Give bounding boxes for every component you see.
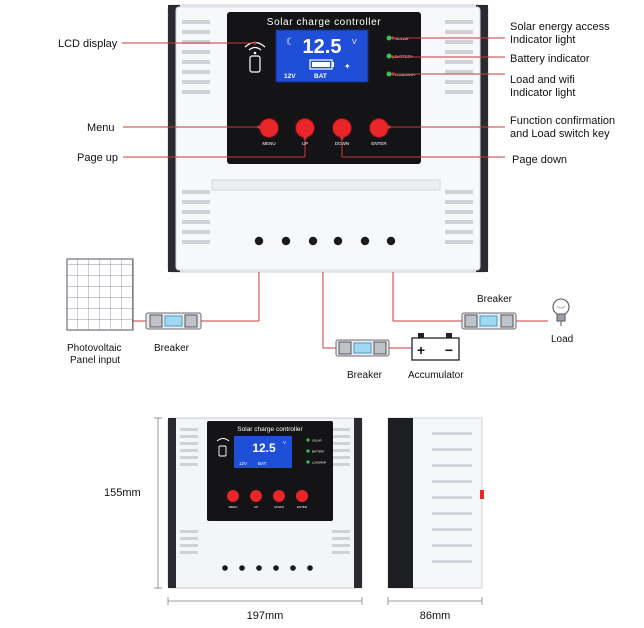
enter-button[interactable] (369, 118, 389, 138)
vent-top-right (445, 20, 473, 94)
menu-button[interactable] (259, 118, 279, 138)
main-controller: Solar charge controller ☾ 12.5 V ✦ 12V B… (167, 4, 489, 273)
front-view-down-button[interactable] (273, 490, 285, 502)
breaker-mid-label: Breaker (347, 370, 383, 381)
bulb-icon: ✦ (344, 62, 351, 71)
accumulator-label: Accumulator (408, 370, 464, 381)
terminal-holes (254, 236, 396, 246)
front-view-lcd-unit: V (283, 440, 286, 445)
front-view-up-label: UP (254, 505, 258, 509)
lightbulb-icon (552, 298, 570, 326)
callout-function-key-1: Function confirmation (510, 115, 615, 127)
front-view-lcd-bat: BAT (258, 461, 267, 466)
lower-ridge (211, 179, 441, 191)
breaker-right-label: Breaker (477, 294, 513, 305)
front-view-lcd-voltage: 12V (239, 461, 247, 466)
side-view-controller (387, 417, 484, 589)
load-label: Load (551, 334, 573, 345)
callout-lines (122, 37, 505, 158)
controller-title: Solar charge controller (267, 17, 381, 28)
breaker-right-icon (461, 312, 517, 330)
front-view-down-label: DOWN (274, 505, 284, 509)
front-view-enter-label: ENTER (297, 505, 308, 509)
front-view-lcd-value: 12.5 (252, 441, 276, 455)
callout-page-down: Page down (512, 154, 567, 166)
callout-load-wifi-2: Indicator light (510, 87, 575, 99)
menu-button-label: MENU (262, 141, 275, 146)
lcd-unit: V (352, 39, 357, 46)
callout-page-up: Page up (77, 152, 118, 164)
callout-battery-indicator: Battery indicator (510, 53, 590, 65)
down-button[interactable] (332, 118, 352, 138)
front-view-enter-button[interactable] (296, 490, 308, 502)
vent-bottom-left (182, 190, 210, 244)
indicator-battery-icon (386, 53, 392, 59)
pv-panel (66, 258, 134, 331)
vent-bottom-right (445, 190, 473, 244)
up-button[interactable] (295, 118, 315, 138)
front-view-indicator-load: LOAD/WIFI (312, 461, 327, 465)
callout-load-wifi-1: Load and wifi (510, 74, 575, 86)
lcd-voltage: 12V (284, 73, 296, 80)
wiring-lines (201, 272, 548, 349)
front-view-wifi-icon (216, 438, 230, 457)
vent-top-left (182, 20, 210, 94)
dimension-height: 155mm (104, 487, 141, 499)
pv-panel-label-2: Panel input (70, 355, 120, 366)
callout-lcd-display: LCD display (58, 38, 118, 50)
battery-minus: − (445, 342, 453, 358)
callout-solar-access-2: Indicator light (510, 34, 575, 46)
battery-plus: + (417, 342, 425, 358)
breaker-left-icon (145, 312, 202, 330)
front-view-controller: Solar charge controller 12.5 V 12V BAT S… (167, 417, 363, 589)
dimension-lines (154, 417, 483, 605)
front-view-title: Solar charge controller (237, 426, 303, 433)
moon-icon: ☾ (286, 37, 295, 48)
front-view-menu-button[interactable] (227, 490, 239, 502)
breaker-left-label: Breaker (154, 343, 190, 354)
front-view-indicator-battery: BATTERY (312, 450, 325, 454)
enter-button-label: ENTER (371, 141, 387, 146)
lcd-bat: BAT (314, 73, 327, 80)
front-view-indicator-solar: SOLAR (312, 439, 321, 443)
indicator-load-icon (386, 71, 392, 77)
dimension-depth: 86mm (420, 610, 451, 622)
front-view-menu-label: MENU (229, 505, 238, 509)
accumulator-icon (411, 333, 460, 361)
lcd-value: 12.5 (303, 36, 342, 58)
callout-function-key-2: and Load switch key (510, 128, 610, 140)
callout-solar-access-1: Solar energy access (510, 21, 610, 33)
indicator-solar-icon (386, 35, 392, 41)
front-view-up-button[interactable] (250, 490, 262, 502)
dimension-width: 197mm (247, 610, 284, 622)
lcd-screen (275, 29, 369, 83)
wifi-phone-icon (244, 41, 266, 73)
callout-menu: Menu (87, 122, 115, 134)
pv-panel-label-1: Photovoltaic (67, 343, 121, 354)
breaker-mid-icon (335, 339, 390, 357)
